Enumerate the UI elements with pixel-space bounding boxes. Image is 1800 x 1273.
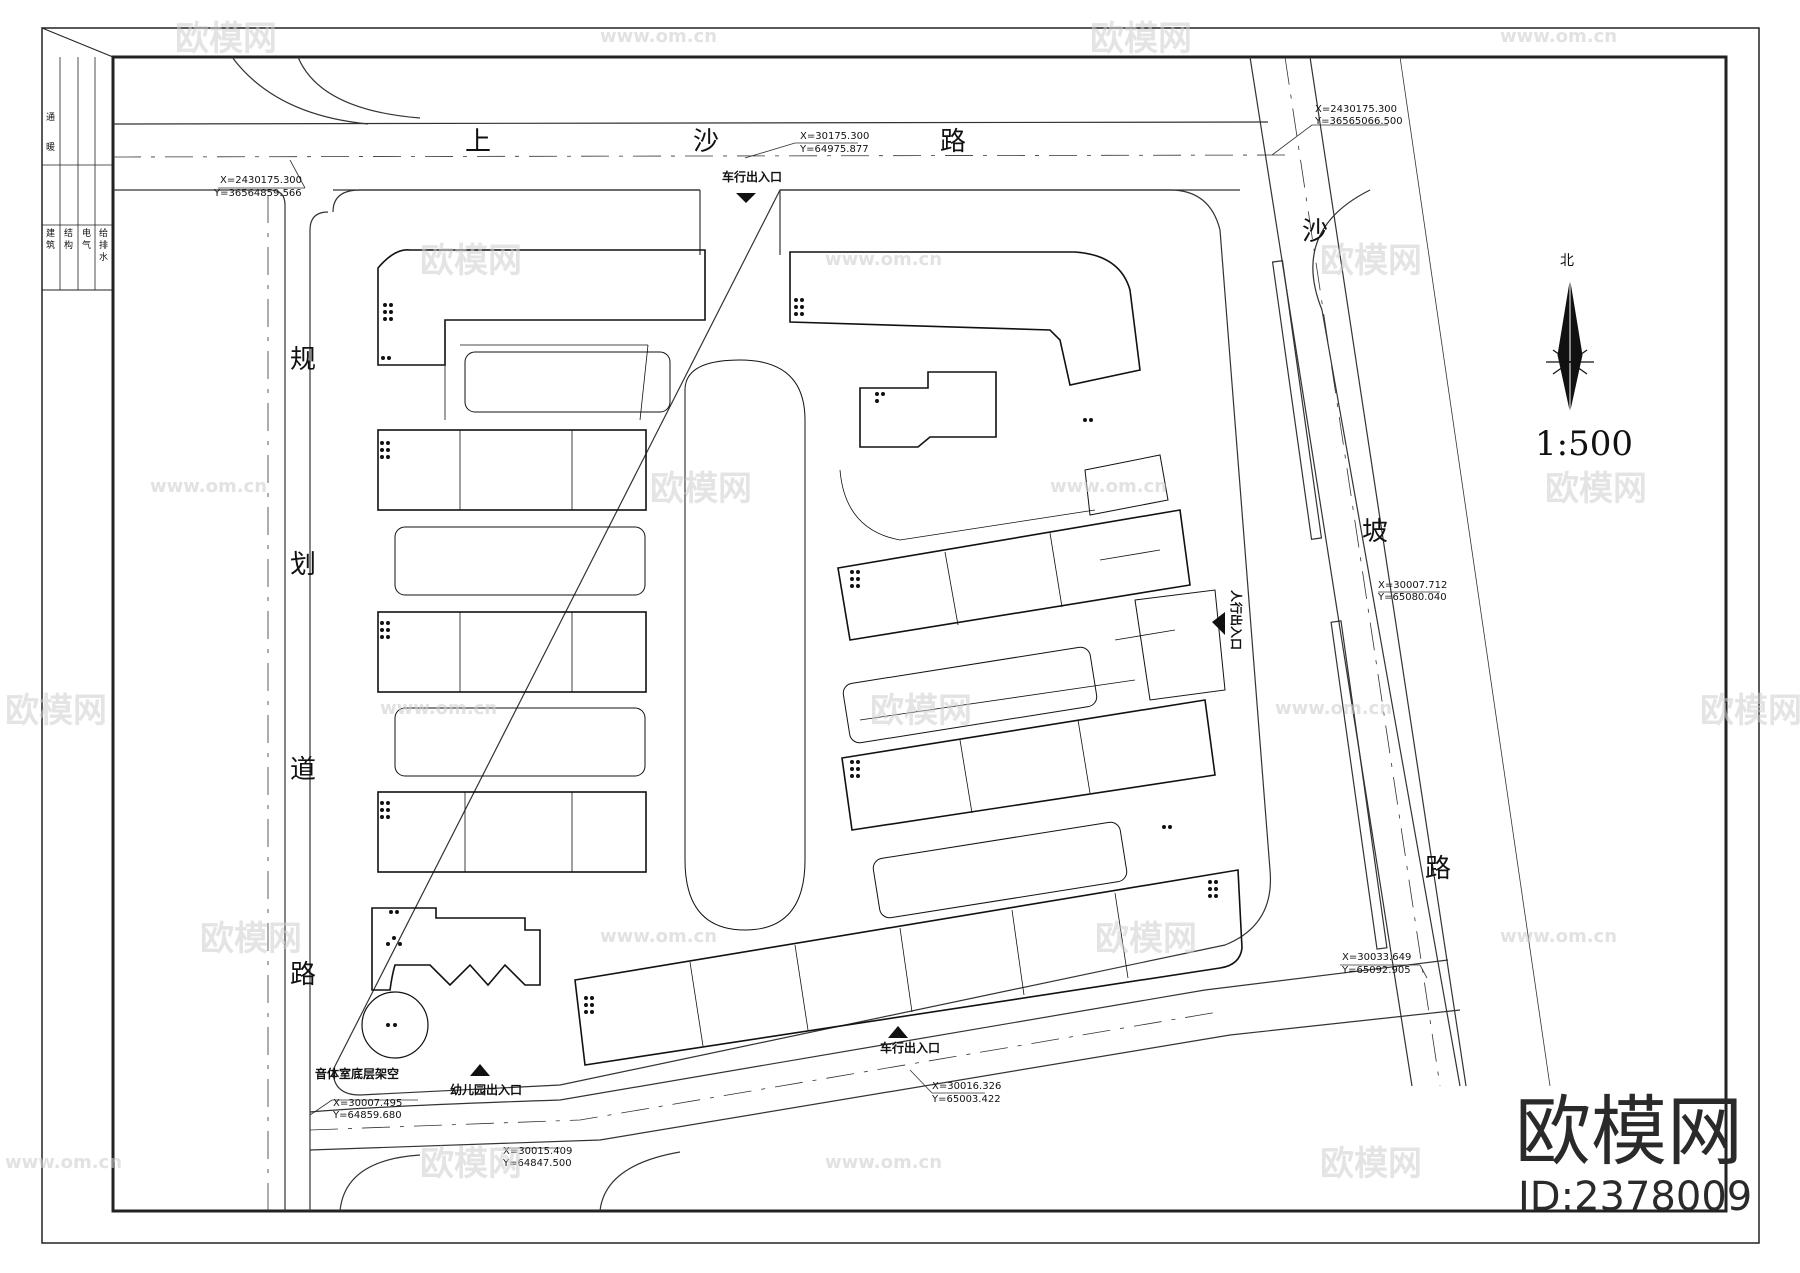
coord-y: Y=65080.040 [1377, 592, 1447, 603]
watermark-url: www.om.cn [825, 249, 942, 270]
brand-id: ID:2378009 [1518, 1174, 1752, 1220]
sports-room-label: 音体室底层架空 [315, 1066, 399, 1081]
coord-x: X=30016.326 [932, 1081, 1001, 1092]
title-block-label: 排 [99, 239, 108, 251]
title-block-label: 水 [99, 251, 108, 263]
stair-core-markers [380, 298, 1218, 1027]
title-block-labels: 建 筑 结 构 电 气 给 排 水 暖 通 [46, 112, 108, 263]
coord-x: X=30007.712 [1378, 580, 1447, 591]
watermark-url: www.om.cn [1050, 476, 1167, 497]
coord-x: X=30015.409 [503, 1146, 572, 1157]
watermark-url: www.om.cn [600, 26, 717, 47]
road-west-char-4: 路 [290, 960, 316, 990]
watermark-brand: 欧模网 [1545, 469, 1647, 509]
title-block-label: 电 [82, 227, 91, 239]
watermark-brand: 欧模网 [650, 469, 752, 509]
title-block-label: 筑 [46, 239, 55, 251]
north-arrow-label: 北 [1560, 253, 1574, 269]
watermark-url: www.om.cn [150, 476, 267, 497]
road-east-char-1: 沙 [1302, 217, 1328, 247]
scale-label: 1:500 [1535, 424, 1633, 464]
east-entrance-arrow-icon [1212, 612, 1225, 635]
watermark-url: www.om.cn [825, 1152, 942, 1173]
road-east-char-3: 路 [1425, 854, 1451, 884]
watermark-url: www.om.cn [1500, 926, 1617, 947]
coord-x: X=2430175.300 [1315, 104, 1397, 115]
coord-y: Y=64975.877 [799, 144, 869, 155]
watermark-brand: 欧模网 [5, 691, 107, 731]
entrance-labels: 车行出入口 车行出入口 人行出入口 幼儿园出入口 音体室底层架空 [315, 169, 1244, 1097]
coordinate-labels: X=2430175.300 Y=36564859.566 X=30175.300… [213, 104, 1447, 1169]
entrance-markers [470, 193, 1225, 1076]
watermark-brand: 欧模网 [1095, 919, 1197, 959]
coord-y: Y=36565066.500 [1314, 116, 1403, 127]
road-west-char-3: 道 [290, 755, 316, 785]
coord-y: Y=64847.500 [502, 1158, 572, 1169]
title-block-label: 结 [64, 227, 73, 239]
north-entrance-arrow-icon [736, 193, 756, 203]
watermark-brand: 欧模网 [1090, 19, 1192, 59]
title-block-label: 暖 [46, 141, 55, 153]
watermark-url: www.om.cn [1500, 26, 1617, 47]
road-west-char-2: 划 [290, 550, 316, 580]
sheet-frame [41, 27, 1760, 1244]
brand-stamp: 欧模网 ID:2378009 [1515, 1087, 1752, 1220]
road-east-char-2: 坡 [1362, 517, 1388, 547]
title-block-label: 建 [46, 227, 55, 239]
watermark-brand: 欧模网 [420, 241, 522, 281]
title-block-label: 气 [82, 239, 91, 251]
north-arrow-icon: 北 [1546, 253, 1594, 411]
watermark-brand: 欧模网 [200, 919, 302, 959]
coord-x: X=30033.649 [1342, 952, 1411, 963]
south-entrance-arrow-icon [888, 1026, 908, 1038]
road-network [112, 56, 1551, 1212]
coord-y: Y=36564859.566 [213, 188, 302, 199]
coord-y: Y=64859.680 [332, 1110, 402, 1121]
east-pedestrian-entrance-label: 人行出入口 [1229, 590, 1244, 650]
kindergarten-entrance-label: 幼儿园出入口 [450, 1082, 522, 1097]
road-names: 上 沙 路 规 划 道 路 沙 坡 路 [290, 127, 1451, 990]
watermark-brand: 欧模网 [1320, 1144, 1422, 1184]
road-north-char-2: 沙 [693, 127, 719, 157]
title-block-label: 构 [64, 239, 73, 251]
watermark-brand: 欧模网 [175, 19, 277, 59]
watermark-brand: 欧模网 [1700, 691, 1800, 731]
watermark-url: www.om.cn [600, 926, 717, 947]
coord-x: X=30007.495 [333, 1098, 402, 1109]
coord-x: X=2430175.300 [220, 175, 302, 186]
watermark-brand: 欧模网 [420, 1144, 522, 1184]
coord-y: Y=65092.905 [1341, 965, 1411, 976]
watermark-url: www.om.cn [5, 1152, 122, 1173]
site-layout [361, 249, 1243, 1066]
road-west-char-1: 规 [290, 345, 316, 375]
road-north-char-1: 上 [465, 127, 491, 157]
title-block-label: 给 [99, 227, 108, 239]
kindergarten-entrance-arrow-icon [470, 1064, 490, 1076]
coordinate-annotations [218, 124, 1440, 1149]
coord-x: X=30175.300 [800, 131, 869, 142]
title-block-label: 通 [46, 112, 55, 123]
south-vehicle-entrance-label: 车行出入口 [880, 1040, 940, 1055]
watermark-layer: 欧模网 www.om.cn 欧模网 www.om.cn 欧模网 www.om.c… [5, 19, 1800, 1184]
coord-y: Y=65003.422 [931, 1094, 1001, 1105]
watermark-brand: 欧模网 [1320, 241, 1422, 281]
watermark-url: www.om.cn [1275, 698, 1392, 719]
watermark-brand: 欧模网 [870, 691, 972, 731]
watermark-url: www.om.cn [380, 698, 497, 719]
road-north-char-3: 路 [940, 127, 966, 157]
north-vehicle-entrance-label: 车行出入口 [722, 169, 782, 184]
brand-name: 欧模网 [1515, 1087, 1743, 1176]
